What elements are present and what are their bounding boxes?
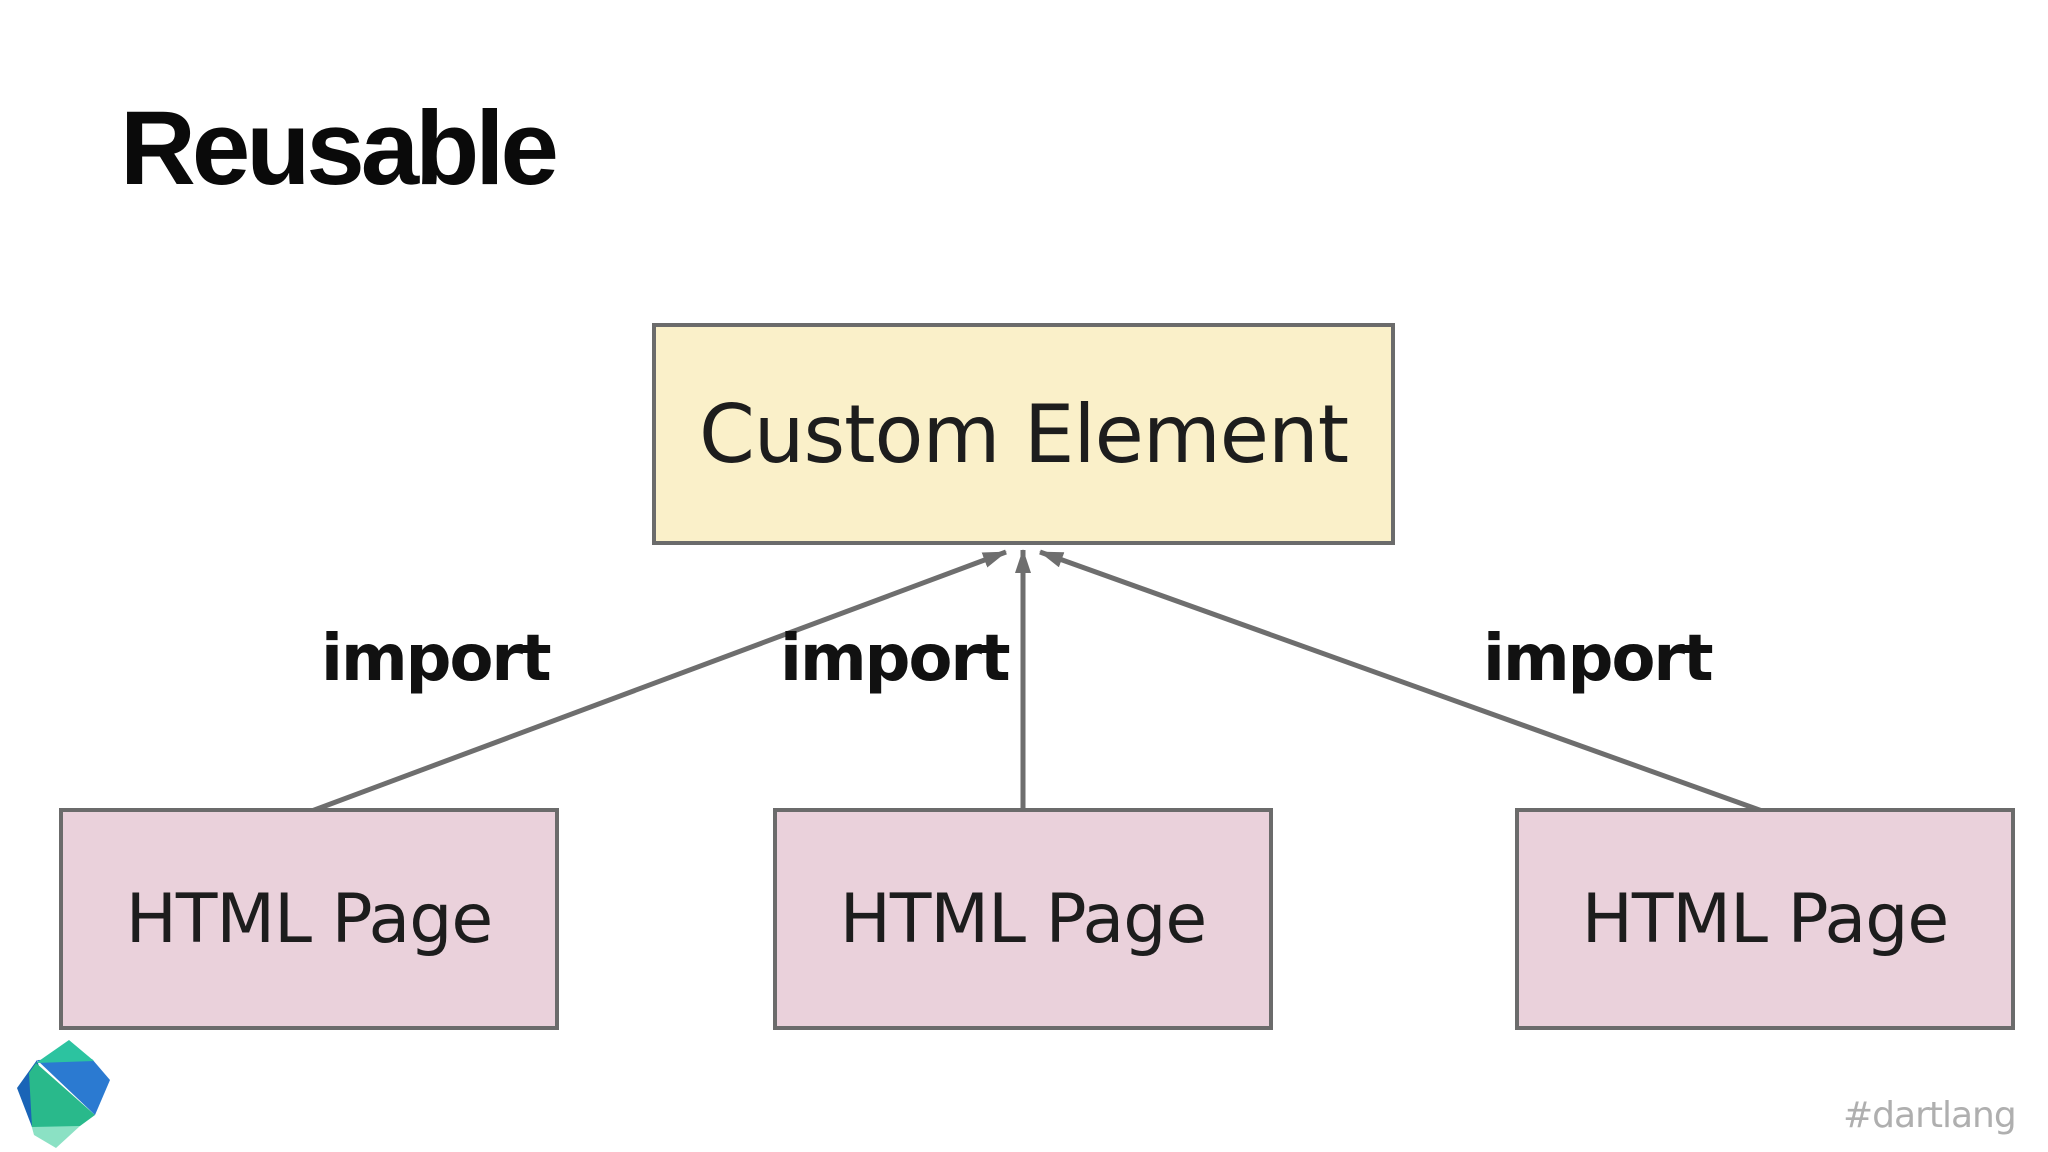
html-page-node-2: HTML Page bbox=[773, 808, 1273, 1030]
import-edge-right bbox=[1039, 549, 1766, 815]
import-label-right: import bbox=[1483, 622, 1714, 696]
custom-element-label: Custom Element bbox=[698, 387, 1349, 481]
hashtag-watermark: #dartlang bbox=[1843, 1095, 2017, 1136]
html-page-node-3: HTML Page bbox=[1515, 808, 2015, 1030]
html-page-label: HTML Page bbox=[1581, 879, 1949, 959]
html-page-node-1: HTML Page bbox=[59, 808, 559, 1030]
html-page-label: HTML Page bbox=[125, 879, 493, 959]
dart-logo-icon bbox=[17, 1040, 110, 1148]
html-page-label: HTML Page bbox=[839, 879, 1207, 959]
import-edge-left bbox=[308, 549, 1007, 815]
import-label-left: import bbox=[321, 622, 552, 696]
slide-title: Reusable bbox=[120, 90, 559, 207]
custom-element-node: Custom Element bbox=[652, 323, 1395, 545]
import-label-middle: import bbox=[780, 622, 1011, 696]
